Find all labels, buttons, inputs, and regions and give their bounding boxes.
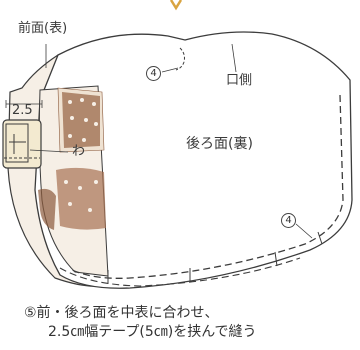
step-marker-bottom: 4 (281, 213, 296, 228)
loop-label: わ (72, 144, 86, 159)
fabric-pattern (38, 87, 106, 230)
top-ornament (169, 0, 183, 11)
instruction-caption: ⑤前・後ろ面を中表に合わせ、 2.5㎝幅テープ(5㎝)を挟んで縫う (24, 304, 257, 342)
stitch-line-right (71, 94, 344, 279)
instruction-line-2: 2.5㎝幅テープ(5㎝)を挟んで縫う (48, 324, 257, 340)
front-label: 前面(表) (18, 21, 68, 36)
width-label: 2.5 (12, 103, 33, 118)
mouth-side-leader (231, 43, 237, 73)
back-label: 後ろ面(裏) (186, 136, 253, 152)
instruction-line-1: ⑤前・後ろ面を中表に合わせ、 (24, 305, 219, 321)
step-marker-top: 4 (146, 66, 161, 81)
mouth-side-label: 口側 (226, 73, 253, 88)
stitch-ticks (107, 231, 323, 284)
tape-loop (2, 119, 42, 169)
loop-leader-line (29, 149, 69, 153)
stitch-line-bottom (59, 257, 301, 287)
back-piece-outline (34, 31, 353, 289)
top-stitch-mark (175, 47, 185, 71)
